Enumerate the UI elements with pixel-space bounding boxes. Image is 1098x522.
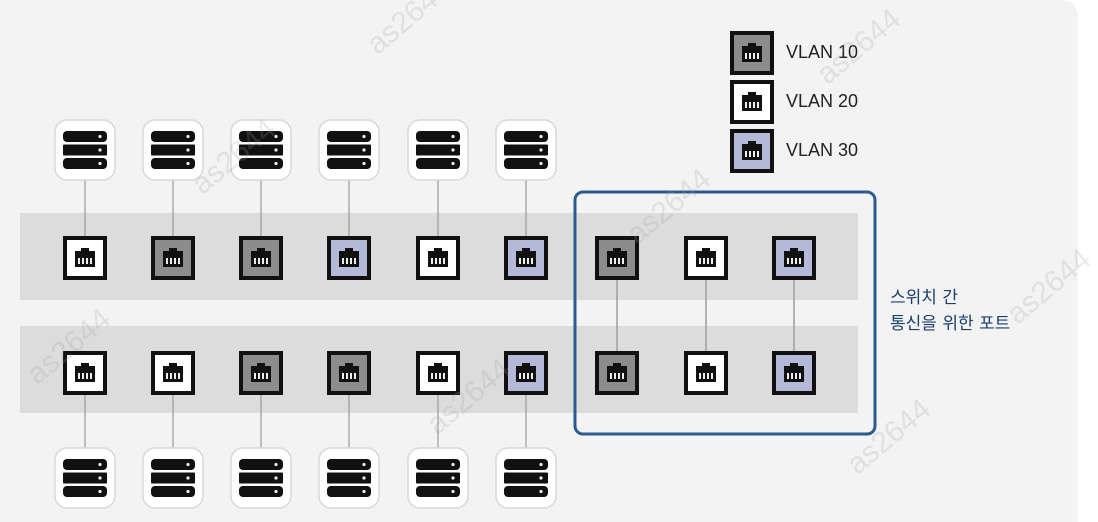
server-icon [230,447,292,509]
access-port-vlan30 [327,236,371,280]
legend-swatch-vlan20 [730,80,774,124]
access-port-vlan10 [327,351,371,395]
server-icon-shape [495,119,557,181]
access-port-vlan20 [416,351,460,395]
legend-label-vlan30: VLAN 30 [786,140,859,160]
inter-switch-highlight-box [573,190,877,436]
server-icon [407,119,469,181]
access-port-vlan20 [416,236,460,280]
server-icon-shape [54,447,116,509]
access-port-vlan20 [63,351,107,395]
server-icon-shape [495,447,557,509]
trunk-port-vlan20 [684,236,728,280]
trunk-port-vlan30 [772,351,816,395]
trunk-port-vlan10 [595,236,639,280]
server-icon [54,447,116,509]
server-icon-shape [142,119,204,181]
server-icon [230,119,292,181]
inter-switch-label-line2: 통신을 위한 포트 [890,314,1011,334]
access-port-vlan30 [504,236,548,280]
server-icon [318,447,380,509]
legend-swatch-vlan30 [730,129,774,173]
access-port-vlan10 [239,351,283,395]
server-icon [495,447,557,509]
trunk-port-vlan30 [772,236,816,280]
access-port-vlan10 [239,236,283,280]
server-icon-shape [318,447,380,509]
server-icon-shape [318,119,380,181]
access-port-vlan30 [504,351,548,395]
trunk-port-vlan10 [595,351,639,395]
server-icon [495,119,557,181]
server-icon-shape [407,119,469,181]
inter-switch-label-line1: 스위치 간 [890,288,958,308]
access-port-vlan20 [63,236,107,280]
legend-label-vlan20: VLAN 20 [786,91,859,111]
server-icon [142,447,204,509]
server-icon [54,119,116,181]
server-icon-shape [142,447,204,509]
access-port-vlan10 [151,236,195,280]
server-icon-shape [54,119,116,181]
server-icon [407,447,469,509]
server-icon [318,119,380,181]
legend-label-vlan10: VLAN 10 [786,42,859,62]
legend-swatch-vlan10 [730,31,774,75]
trunk-port-vlan20 [684,351,728,395]
access-port-vlan20 [151,351,195,395]
server-icon-shape [230,447,292,509]
server-icon [142,119,204,181]
server-icon-shape [407,447,469,509]
server-icon-shape [230,119,292,181]
inter-switch-label: 스위치 간 통신을 위한 포트 [890,285,1010,337]
